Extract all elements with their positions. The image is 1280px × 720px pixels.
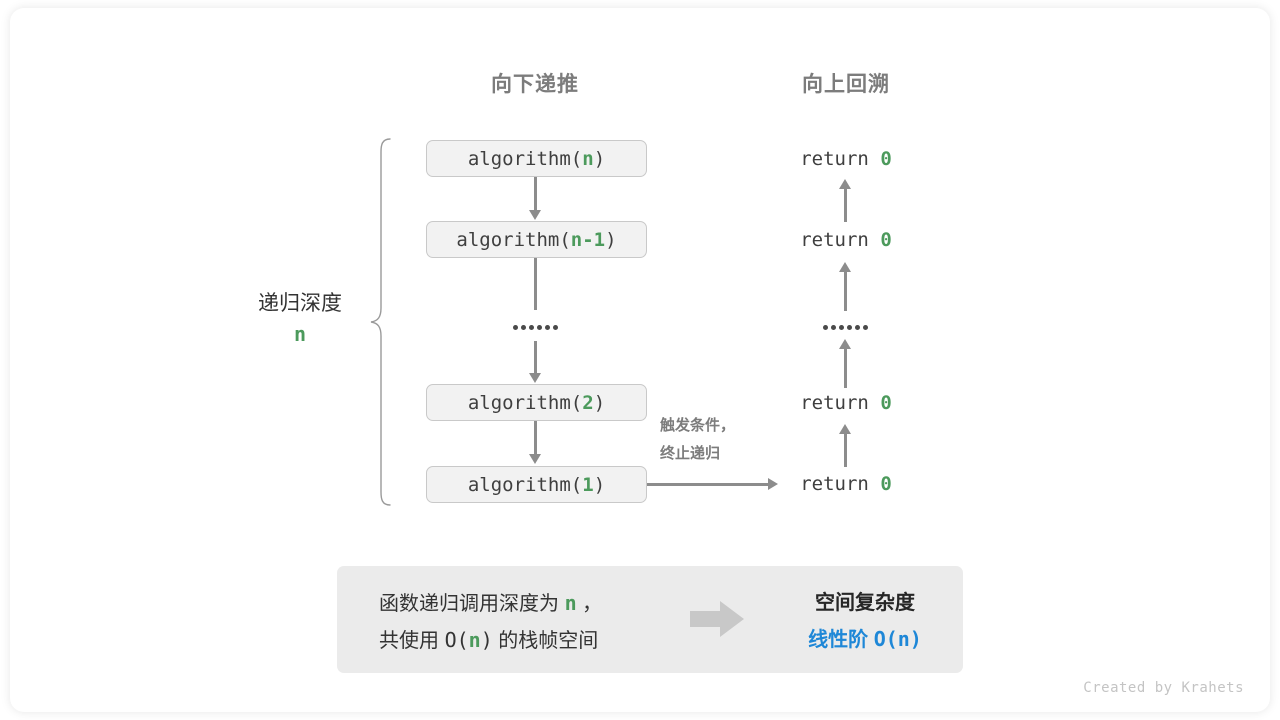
return-ellipsis — [823, 325, 868, 330]
summary-line-2-n: n — [468, 628, 481, 652]
up-arrow-shaft-1 — [844, 188, 847, 222]
call-box-1-suffix: ) — [593, 473, 606, 496]
call-box-1-arg: 1 — [582, 473, 594, 496]
call-box-n[interactable]: algorithm(n) — [426, 140, 647, 177]
summary-line-1-a: 函数递归调用深度为 — [379, 593, 565, 615]
complexity-summary-panel: 函数递归调用深度为 n ， 共使用 O(n) 的栈帧空间 空间复杂度 线性阶 O… — [337, 566, 963, 673]
down-arrow-shaft-1 — [534, 177, 537, 211]
call-box-2-arg: 2 — [582, 391, 594, 414]
call-box-n-1[interactable]: algorithm(n-1) — [426, 221, 647, 258]
down-arrow-shaft-3 — [534, 341, 537, 374]
return-keyword-2: return — [800, 229, 881, 251]
up-arrow-shaft-3 — [844, 348, 847, 388]
summary-line-1: 函数递归调用深度为 n ， — [379, 585, 602, 622]
call-box-n-1-arg: n-1 — [570, 228, 606, 251]
return-literal-2: 0 — [880, 229, 892, 251]
call-box-2[interactable]: algorithm(2) — [426, 384, 647, 421]
credit-text: Created by Krahets — [1083, 680, 1244, 696]
complexity-notation: O(n) — [873, 627, 922, 651]
call-stack-ellipsis — [513, 325, 558, 330]
up-arrow-head-1 — [839, 179, 851, 189]
return-value-4: return 0 — [746, 473, 946, 495]
return-literal-4: 0 — [880, 473, 892, 495]
complexity-order: 线性阶 — [808, 629, 874, 651]
base-case-arrow-shaft — [647, 483, 769, 486]
complexity-result: 空间复杂度 线性阶 O(n) — [767, 585, 963, 658]
diagram-card: 向下递推 向上回溯 递归深度 n algorithm(n) algorithm(… — [10, 8, 1270, 712]
return-keyword-3: return — [800, 392, 881, 414]
recursion-depth-value: n — [293, 322, 307, 346]
call-box-1-prefix: algorithm( — [467, 473, 583, 496]
return-value-1: return 0 — [746, 148, 946, 170]
down-arrow-head-4 — [529, 454, 541, 464]
down-arrow-shaft-2 — [534, 258, 537, 310]
down-arrow-shaft-4 — [534, 421, 537, 455]
summary-line-2-b: O( — [444, 628, 469, 652]
call-box-n-prefix: algorithm( — [467, 147, 583, 170]
call-box-2-prefix: algorithm( — [467, 391, 583, 414]
up-arrow-head-2 — [839, 262, 851, 272]
header-upward-backtracking: 向上回溯 — [802, 73, 890, 96]
return-value-3: return 0 — [746, 392, 946, 414]
header-downward-recursion: 向下递推 — [491, 73, 579, 96]
summary-explanation: 函数递归调用深度为 n ， 共使用 O(n) 的栈帧空间 — [379, 585, 602, 659]
summary-line-1-n: n — [564, 591, 577, 615]
recursion-depth-text: 递归深度 — [258, 292, 342, 315]
call-box-2-suffix: ) — [593, 391, 606, 414]
block-arrow-right-icon — [690, 601, 744, 637]
return-keyword-4: return — [800, 473, 881, 495]
return-value-2: return 0 — [746, 229, 946, 251]
call-box-n-suffix: ) — [593, 147, 606, 170]
complexity-title: 空间复杂度 — [815, 592, 915, 614]
up-arrow-head-4 — [839, 424, 851, 434]
call-box-1[interactable]: algorithm(1) — [426, 466, 647, 503]
up-arrow-head-3 — [839, 339, 851, 349]
return-literal-3: 0 — [880, 392, 892, 414]
up-arrow-shaft-4 — [844, 433, 847, 467]
down-arrow-head-1 — [529, 210, 541, 220]
summary-line-2-a: 共使用 — [379, 630, 445, 652]
summary-line-2-d: 的栈帧空间 — [492, 630, 599, 652]
up-arrow-shaft-2 — [844, 271, 847, 311]
trigger-line-1: 触发条件， — [660, 417, 736, 434]
call-box-n-arg: n — [582, 147, 594, 170]
return-keyword-1: return — [800, 148, 881, 170]
down-arrow-head-3 — [529, 373, 541, 383]
call-box-n-1-suffix: ) — [605, 228, 617, 251]
trigger-line-2: 终止递归 — [660, 445, 721, 462]
recursion-depth-label: 递归深度 n — [225, 289, 375, 349]
trigger-condition-note: 触发条件， 终止递归 — [660, 412, 735, 468]
summary-line-1-b: ， — [576, 593, 603, 615]
recursion-depth-brace — [370, 138, 391, 506]
summary-line-2-c: ) — [480, 628, 493, 652]
summary-line-2: 共使用 O(n) 的栈帧空间 — [379, 622, 602, 659]
complexity-value: 线性阶 O(n) — [767, 621, 963, 658]
return-literal-1: 0 — [880, 148, 892, 170]
call-box-n-1-prefix: algorithm( — [456, 228, 571, 251]
base-case-arrow-head — [768, 477, 778, 490]
